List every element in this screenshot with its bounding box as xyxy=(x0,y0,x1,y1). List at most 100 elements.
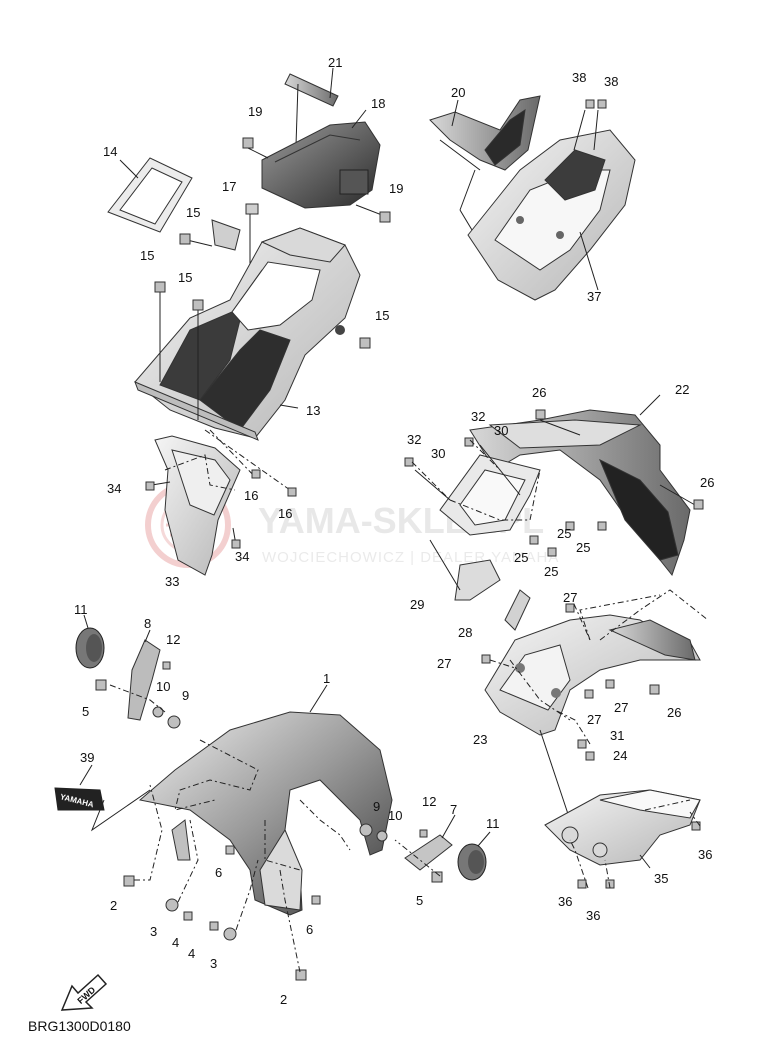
callout-19a: 19 xyxy=(248,104,262,119)
bolt-15a xyxy=(179,233,191,245)
part-13-inner-fender xyxy=(134,219,361,441)
callout-21: 21 xyxy=(328,55,342,70)
part-22-tail-cover xyxy=(469,394,696,577)
callout-32b: 32 xyxy=(471,409,485,424)
nut-32a xyxy=(404,457,414,467)
bolt-15c xyxy=(192,299,204,311)
callout-32a: 32 xyxy=(407,432,421,447)
bolt-15d xyxy=(359,337,371,349)
bolt-16a xyxy=(251,469,261,479)
callout-15c: 15 xyxy=(178,270,192,285)
callout-14: 14 xyxy=(103,144,117,159)
callout-6: 6 xyxy=(215,865,222,880)
bolt-36a xyxy=(691,821,701,831)
callout-28: 28 xyxy=(458,625,472,640)
callout-25b: 25 xyxy=(514,550,528,565)
part-14-frame xyxy=(107,157,193,233)
forward-arrow: FWD xyxy=(60,973,108,1011)
part-37-subframe xyxy=(467,109,636,301)
callout-7: 7 xyxy=(450,802,457,817)
callout-18: 18 xyxy=(371,96,385,111)
callout-39: 39 xyxy=(80,750,94,765)
callout-36a: 36 xyxy=(698,847,712,862)
bolt-5a xyxy=(95,679,107,691)
bolt-25c xyxy=(547,547,557,557)
part-28-bracket xyxy=(504,589,531,631)
callout-12b: 12 xyxy=(422,794,436,809)
callout-5: 5 xyxy=(82,704,89,719)
callout-26c: 26 xyxy=(667,705,681,720)
part-33-flap xyxy=(151,429,291,576)
part-29-bracket xyxy=(429,539,501,601)
part-1-front-fender xyxy=(138,684,393,916)
callout-30b: 30 xyxy=(494,423,508,438)
nut-31 xyxy=(577,739,587,749)
callout-34a: 34 xyxy=(107,481,121,496)
bolt-27d xyxy=(605,679,615,689)
callout-16b: 16 xyxy=(278,506,292,521)
diagram-code: BRG1300D0180 xyxy=(28,1018,131,1034)
callout-11b: 11 xyxy=(486,816,500,831)
nut-38a xyxy=(585,99,595,109)
bolt-25b xyxy=(529,535,539,545)
callout-23: 23 xyxy=(473,732,487,747)
callout-4b: 4 xyxy=(188,946,195,961)
callout-27c: 27 xyxy=(587,712,601,727)
bolt-2b xyxy=(295,969,307,981)
collar-9b xyxy=(359,823,373,837)
callout-34b: 34 xyxy=(235,549,249,564)
callout-20: 20 xyxy=(451,85,465,100)
callout-4: 4 xyxy=(172,935,179,950)
callout-8: 8 xyxy=(144,616,151,631)
callout-25d: 25 xyxy=(576,540,590,555)
callout-27b: 27 xyxy=(437,656,451,671)
callout-36c: 36 xyxy=(586,908,600,923)
bolt-26b xyxy=(693,499,704,510)
bolt-36b xyxy=(577,879,587,889)
callout-6b: 6 xyxy=(306,922,313,937)
bolt-25d xyxy=(597,521,607,531)
part-11-reflector-right xyxy=(457,831,491,881)
callout-15d: 15 xyxy=(375,308,389,323)
leader-lines xyxy=(109,439,701,973)
part-21-strap xyxy=(284,67,339,146)
collar-10b xyxy=(376,830,388,842)
nut-38b xyxy=(597,99,607,109)
part-39-decal: YAMAHA xyxy=(54,764,151,832)
part-35-lower-cover xyxy=(544,789,701,869)
bolt-2a xyxy=(123,875,135,887)
callout-30a: 30 xyxy=(431,446,445,461)
bolt-19b xyxy=(379,211,391,223)
callout-1: 1 xyxy=(323,671,330,686)
callout-26a: 26 xyxy=(532,385,546,400)
clip-4b xyxy=(209,921,219,931)
callout-15b: 15 xyxy=(140,248,154,263)
bolt-27c xyxy=(584,689,594,699)
bolt-25a xyxy=(565,521,575,531)
callout-24: 24 xyxy=(613,748,627,763)
bolt-15b xyxy=(154,281,166,293)
callout-9: 9 xyxy=(182,688,189,703)
callout-25c: 25 xyxy=(544,564,558,579)
nut-32b xyxy=(464,437,474,447)
bolt-12b xyxy=(419,829,428,838)
bolt-26c xyxy=(649,684,660,695)
collar-3b xyxy=(223,927,237,941)
bolt-19a xyxy=(242,137,254,149)
collar-9a xyxy=(167,715,181,729)
part-7-bracket xyxy=(404,814,456,871)
part-11-reflector-left xyxy=(75,614,105,669)
callout-3: 3 xyxy=(150,924,157,939)
callout-27d: 27 xyxy=(614,700,628,715)
callout-33: 33 xyxy=(165,574,179,589)
callout-9b: 9 xyxy=(373,799,380,814)
callout-25a: 25 xyxy=(557,526,571,541)
callout-labels: 1 2 2 3 3 4 4 5 5 6 6 7 8 9 9 10 10 11 1… xyxy=(74,55,714,1007)
callout-15a: 15 xyxy=(186,205,200,220)
callout-19b: 19 xyxy=(389,181,403,196)
callout-38b: 38 xyxy=(604,74,618,89)
bolt-26a xyxy=(535,409,546,420)
callout-11: 11 xyxy=(74,602,88,617)
clip-4a xyxy=(183,911,193,921)
